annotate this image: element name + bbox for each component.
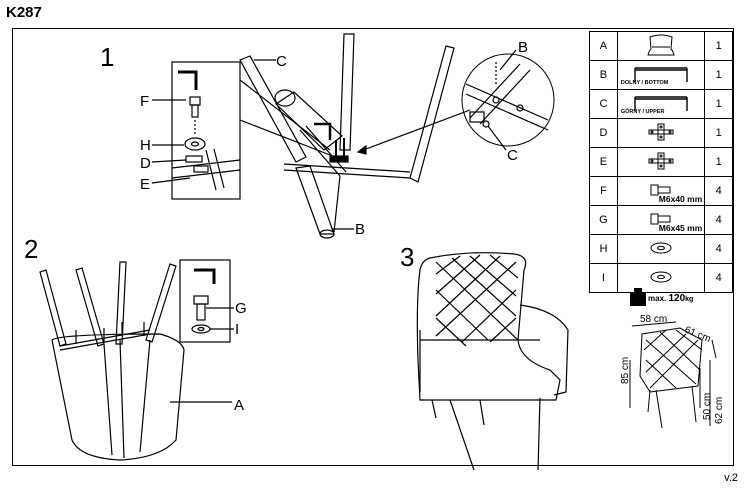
washer-icon: [649, 271, 673, 287]
part-quantity: 1: [704, 147, 733, 177]
part-quantity: 4: [704, 205, 733, 235]
cross-plate-icon: [645, 123, 677, 145]
part-picture: M6x40 mm: [616, 176, 706, 206]
callout-h: H: [140, 137, 151, 154]
part-letter: H: [589, 234, 618, 264]
step-2-upside-down-chair: [39, 261, 185, 461]
washer-icon: [649, 242, 673, 258]
dim-depth: 61 cm: [683, 325, 712, 345]
dimension-chair-drawing: [629, 321, 717, 429]
instruction-frame: [12, 28, 734, 466]
callout-b-detail: B: [518, 39, 528, 56]
callout-a: A: [234, 397, 244, 414]
product-code: K287: [6, 4, 42, 21]
dim-seat-height: 50 cm: [702, 393, 713, 420]
part-quantity: 4: [704, 176, 733, 206]
part-letter: C: [589, 89, 618, 119]
part-caption: GÓRNY / UPPER: [620, 109, 665, 115]
part-letter: E: [589, 147, 618, 177]
callout-b-leg: B: [355, 221, 365, 238]
callout-e: E: [140, 176, 150, 193]
part-letter: F: [589, 176, 618, 206]
frame-icon: [631, 66, 691, 87]
part-caption: M6x45 mm: [658, 223, 703, 233]
part-picture: [616, 147, 706, 177]
step-3-assembled-chair: [416, 252, 569, 471]
max-load-prefix: max.: [648, 294, 667, 303]
dim-width: 58 cm: [640, 314, 667, 325]
bolt-icon: [649, 213, 673, 229]
callout-g: G: [235, 300, 247, 317]
callout-i: I: [235, 321, 239, 338]
step-2-number: 2: [24, 234, 38, 264]
part-picture: M6x45 mm: [616, 205, 706, 235]
part-picture: [616, 31, 706, 61]
part-picture: [616, 263, 706, 293]
frame-icon: [631, 95, 691, 116]
part-quantity: 1: [704, 60, 733, 90]
part-letter: G: [589, 205, 618, 235]
part-letter: I: [589, 263, 618, 293]
part-picture: GÓRNY / UPPER: [616, 89, 706, 119]
step-2-hardware-detail: [179, 259, 231, 343]
part-picture: [616, 118, 706, 148]
part-picture: DOLNY / BOTTOM: [616, 60, 706, 90]
step-1-frame-detail: [461, 53, 555, 147]
max-load: max. 120kg: [648, 293, 693, 304]
part-picture: [616, 234, 706, 264]
dim-height: 85 cm: [620, 357, 631, 384]
dim-arm-height: 62 cm: [714, 397, 725, 424]
step-1-leg-frame: [239, 33, 455, 239]
max-load-value: 120: [668, 293, 686, 304]
seat-icon: [644, 34, 678, 60]
part-caption: M6x40 mm: [658, 194, 703, 204]
callout-c: C: [276, 53, 287, 70]
part-quantity: 1: [704, 118, 733, 148]
part-quantity: 4: [704, 263, 733, 293]
part-letter: B: [589, 60, 618, 90]
cross-plate-icon: [645, 152, 677, 174]
step-1-hardware-detail: [171, 61, 241, 200]
step-3-number: 3: [400, 242, 414, 272]
part-letter: D: [589, 118, 618, 148]
part-quantity: 4: [704, 234, 733, 264]
version-label: v.2: [724, 472, 738, 484]
bolt-icon: [649, 184, 673, 200]
part-letter: A: [589, 31, 618, 61]
max-load-unit: kg: [685, 296, 694, 303]
callout-d: D: [140, 155, 151, 172]
part-quantity: 1: [704, 89, 733, 119]
step-1-number: 1: [100, 42, 114, 72]
callout-c-detail: C: [507, 147, 518, 164]
part-quantity: 1: [704, 31, 733, 61]
part-caption: DOLNY / BOTTOM: [620, 80, 669, 86]
callout-f: F: [140, 93, 149, 110]
